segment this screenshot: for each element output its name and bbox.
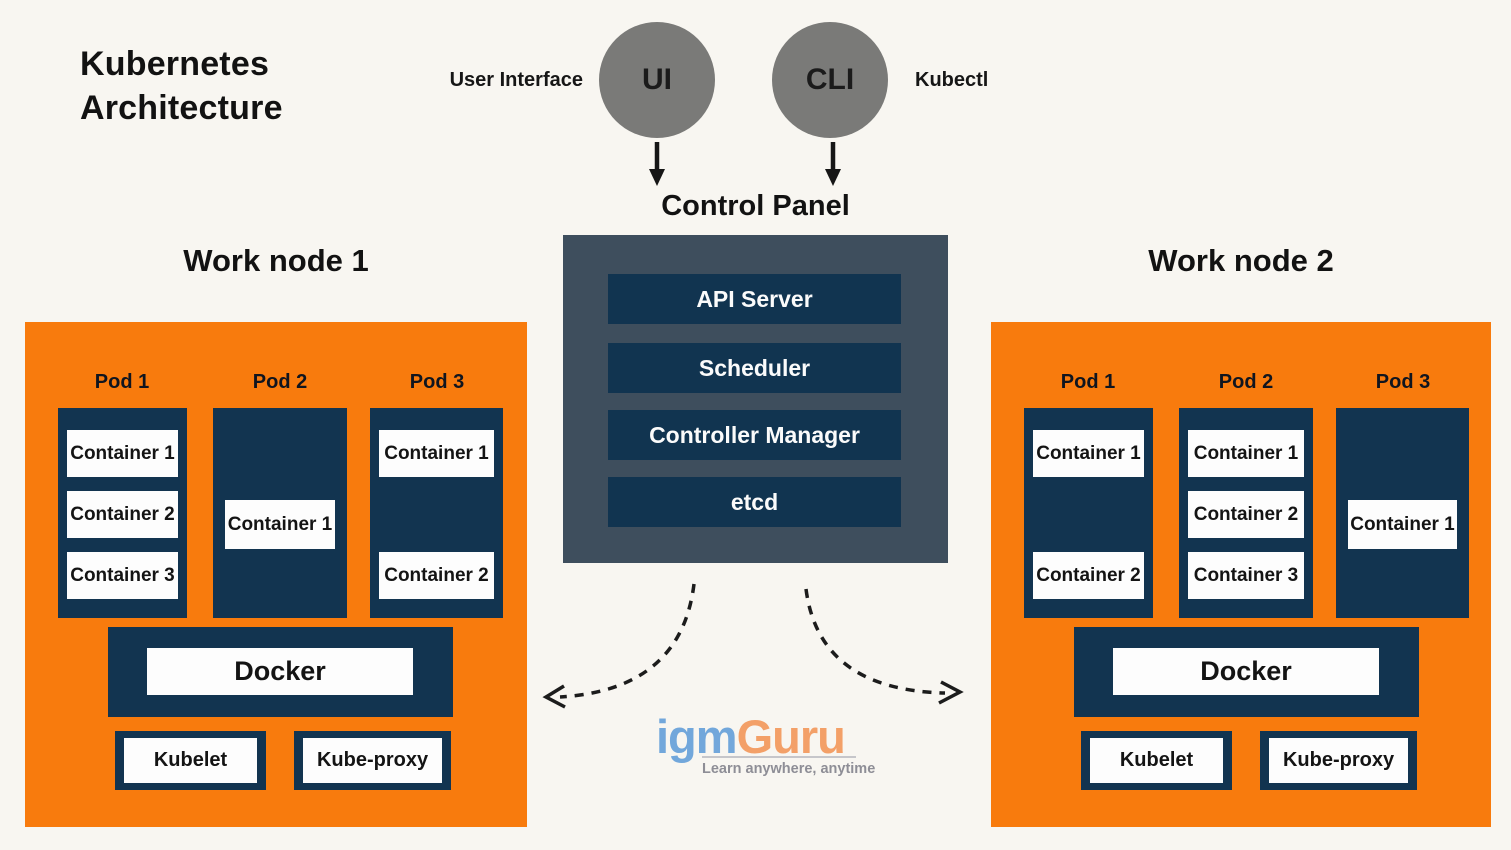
control-panel-box: API Server Scheduler Controller Manager … [563, 235, 948, 563]
node2-docker-box: Docker [1074, 627, 1419, 717]
node2-kube-proxy-box: Kube-proxy [1260, 731, 1417, 790]
control-panel-title: Control Panel [661, 190, 850, 222]
cli-to-control-arrow-icon [825, 142, 841, 186]
control-to-node1-dashed-arrow-icon [542, 583, 696, 709]
container-box: Container 3 [1188, 552, 1304, 599]
igmguru-logo-text: igmGuru [656, 710, 856, 764]
logo-word-guru: Guru [736, 710, 846, 763]
kubectl-label: Kubectl [915, 69, 989, 91]
work-node-1-box: Pod 1 Pod 2 Pod 3 Container 1 Container … [25, 322, 527, 827]
kubelet-label: Kubelet [1090, 738, 1223, 783]
igmguru-logo: igmGuru Learn anywhere, anytime [656, 710, 875, 777]
container-box: Container 3 [67, 552, 178, 599]
container-box: Container 2 [1033, 552, 1144, 599]
container-box: Container 1 [225, 500, 335, 549]
container-box: Container 2 [379, 552, 494, 599]
node1-pod3-box: Container 1 Container 2 [370, 408, 503, 618]
container-box: Container 2 [67, 491, 178, 538]
control-to-node2-dashed-arrow-icon [804, 588, 964, 705]
node2-pod3-label: Pod 3 [1375, 371, 1431, 393]
work-node-2-title: Work node 2 [1148, 243, 1334, 278]
container-box: Container 1 [1188, 430, 1304, 477]
node2-kubelet-box: Kubelet [1081, 731, 1232, 790]
container-box: Container 2 [1188, 491, 1304, 538]
cli-circle-label: CLI [805, 63, 855, 96]
ui-to-control-arrow-icon [649, 142, 665, 186]
user-interface-label: User Interface [449, 69, 583, 91]
docker-label: Docker [1113, 648, 1379, 695]
logo-word-igm: igm [656, 710, 738, 763]
node2-pod2-box: Container 1 Container 2 Container 3 [1179, 408, 1313, 618]
ui-circle: UI [599, 22, 715, 138]
api-server-component: API Server [608, 274, 901, 324]
node2-pod3-box: Container 1 [1336, 408, 1469, 618]
node1-kubelet-box: Kubelet [115, 731, 266, 790]
node2-pod1-label: Pod 1 [1060, 371, 1116, 393]
container-box: Container 1 [379, 430, 494, 477]
kube-proxy-label: Kube-proxy [1269, 738, 1408, 783]
container-box: Container 1 [1033, 430, 1144, 477]
controller-manager-component: Controller Manager [608, 410, 901, 460]
node2-pod1-box: Container 1 Container 2 [1024, 408, 1153, 618]
node1-kube-proxy-box: Kube-proxy [294, 731, 451, 790]
scheduler-component: Scheduler [608, 343, 901, 393]
container-box: Container 1 [67, 430, 178, 477]
page-title: Kubernetes Architecture [80, 45, 283, 128]
kubelet-label: Kubelet [124, 738, 257, 783]
node1-pod1-label: Pod 1 [94, 371, 150, 393]
node1-pod2-box: Container 1 [213, 408, 347, 618]
node1-pod2-label: Pod 2 [252, 371, 308, 393]
etcd-component: etcd [608, 477, 901, 527]
node1-pod3-label: Pod 3 [409, 371, 465, 393]
node1-docker-box: Docker [108, 627, 453, 717]
container-box: Container 1 [1348, 500, 1457, 549]
ui-circle-label: UI [642, 63, 672, 96]
work-node-2-box: Pod 1 Pod 2 Pod 3 Container 1 Container … [991, 322, 1491, 827]
kube-proxy-label: Kube-proxy [303, 738, 442, 783]
cli-circle: CLI [772, 22, 888, 138]
logo-tagline: Learn anywhere, anytime [702, 756, 875, 777]
node2-pod2-label: Pod 2 [1218, 371, 1274, 393]
node1-pod1-box: Container 1 Container 2 Container 3 [58, 408, 187, 618]
docker-label: Docker [147, 648, 413, 695]
work-node-1-title: Work node 1 [183, 243, 369, 278]
